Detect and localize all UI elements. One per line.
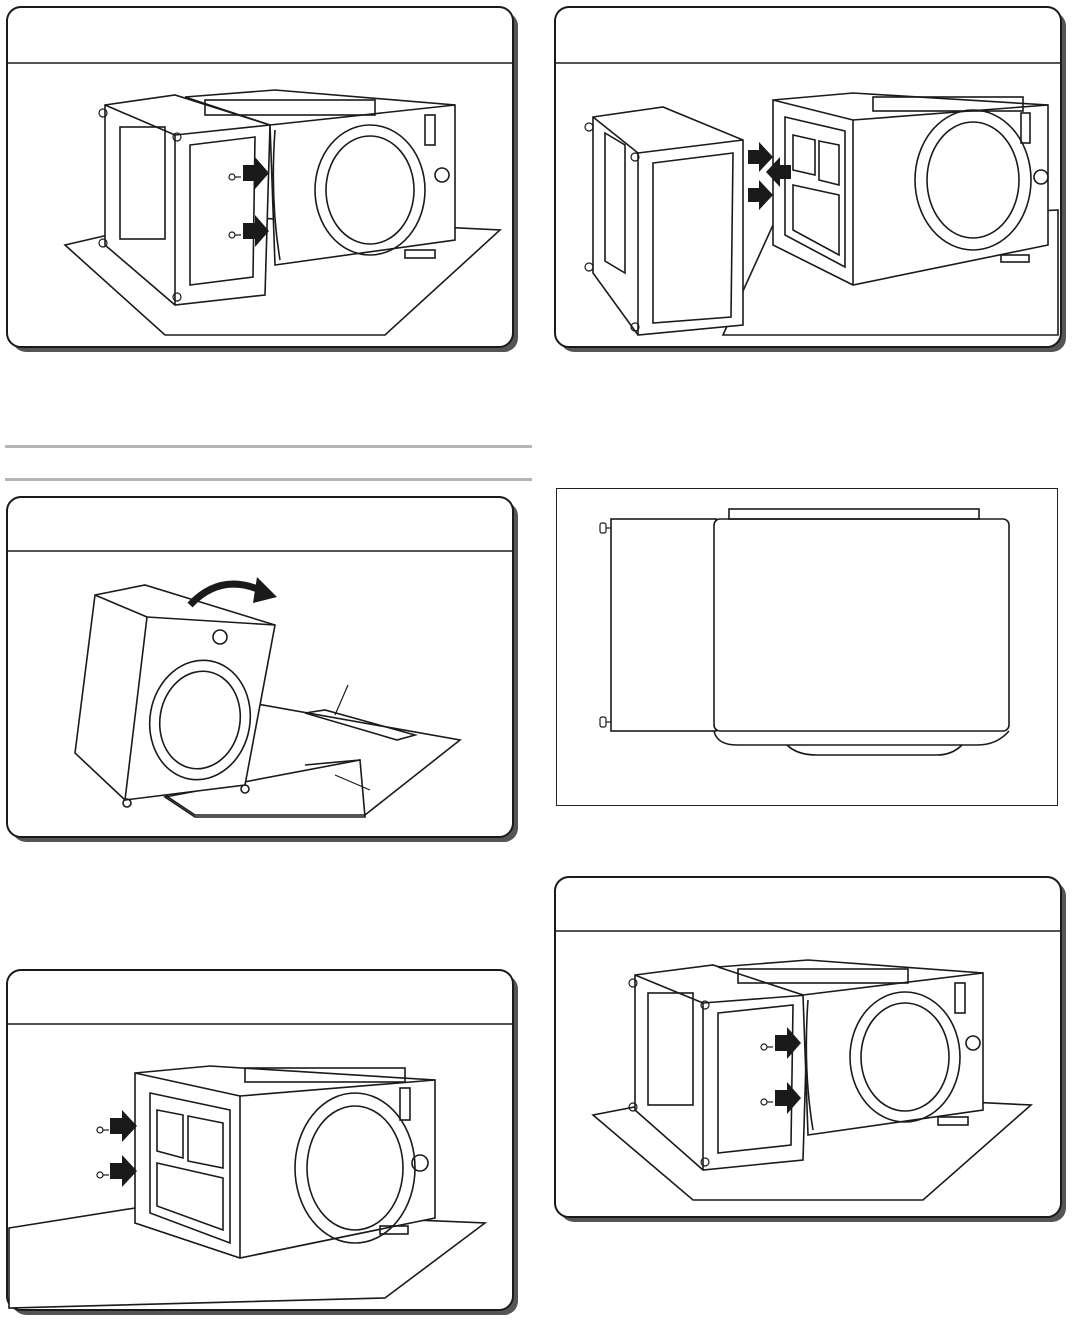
washer-tilt-illustration	[5, 495, 522, 845]
washer-pedestal-illustration	[553, 5, 1070, 355]
washer-pedestal-illustration	[553, 875, 1070, 1225]
screw-icon	[97, 1127, 109, 1178]
arrow-icon	[110, 1110, 137, 1187]
washer-screws-illustration	[5, 968, 522, 1318]
illustration-panel-f	[553, 875, 1070, 1225]
section-divider-bottom	[5, 478, 532, 481]
illustration-panel-e	[5, 968, 522, 1318]
curved-arrow-icon	[190, 577, 277, 605]
screw-icon	[600, 523, 611, 727]
illustration-panel-d	[556, 488, 1058, 806]
illustration-panel-c	[5, 495, 522, 845]
illustration-panel-b	[553, 5, 1070, 355]
section-divider-top	[5, 445, 532, 448]
washer-pedestal-illustration	[5, 5, 522, 355]
illustration-panel-a	[5, 5, 522, 355]
top-view-illustration	[557, 489, 1057, 805]
